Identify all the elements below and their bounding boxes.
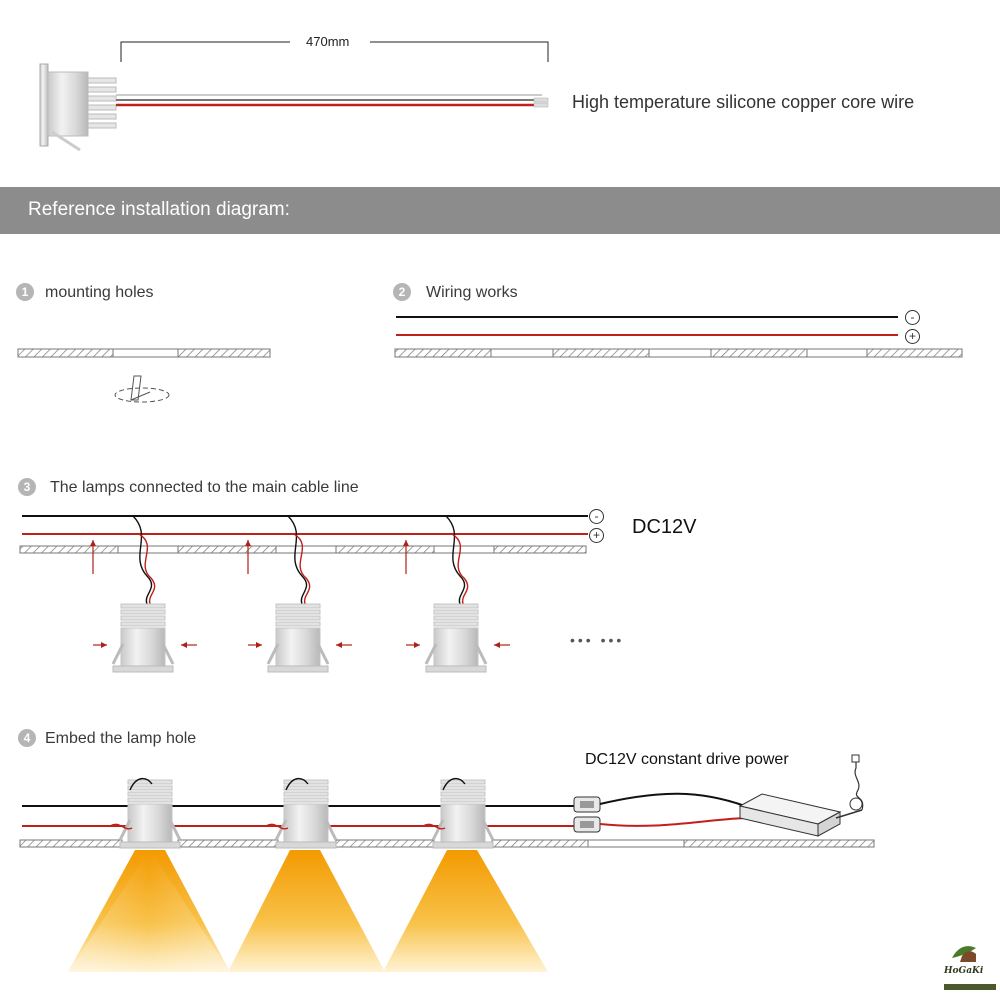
section-banner: Reference installation diagram: [0, 187, 1000, 234]
wire-connectors [573, 796, 601, 833]
plus-terminal-3: + [589, 528, 604, 543]
panel-step2 [394, 348, 963, 358]
minus-terminal-2: - [905, 310, 920, 325]
step-3-number: 3 [18, 478, 36, 496]
lamp-step3-2 [245, 540, 352, 673]
top-lamp [39, 63, 117, 152]
step-4-label: Embed the lamp hole [45, 730, 197, 747]
lamp-step4-2 [274, 779, 338, 849]
beams-step4 [68, 850, 548, 972]
dimension-label: 470mm [306, 34, 350, 49]
lamp-lead-step4-3 [442, 777, 466, 791]
hole-saw-icon [114, 375, 170, 403]
hogaki-logo [944, 946, 996, 990]
minus-terminal-3: - [589, 509, 604, 524]
lamp-step4-3 [431, 779, 495, 849]
logo-name: HoGaKi [944, 966, 984, 976]
step-1-number: 1 [16, 283, 34, 301]
lamp-lead-step4-1 [129, 777, 153, 791]
top-cable [116, 94, 549, 108]
lamp-lead-step4-2 [285, 777, 309, 791]
plus-terminal-2: + [905, 329, 920, 344]
step-3-label: The lamps connected to the main cable li… [50, 479, 359, 496]
step-2-label: Wiring works [426, 284, 518, 301]
lamp-step3-1 [90, 540, 197, 673]
more-lamps-ellipsis: ••• ••• [570, 632, 625, 648]
lamps-step4 [109, 777, 495, 849]
lamp-red-lead-step4-1 [109, 823, 133, 830]
wire-description: High temperature silicone copper core wi… [572, 92, 915, 112]
step-4-number: 4 [18, 729, 36, 747]
lamp-wire-step3-3 [445, 515, 469, 605]
panel-step1 [17, 348, 271, 358]
power-driver-icon [738, 754, 864, 837]
voltage-label: DC12V [632, 516, 697, 538]
power-label: DC12V constant drive power [585, 751, 789, 768]
lamp-wire-step3-2 [287, 515, 311, 605]
lamp-wire-step3-1 [132, 515, 156, 605]
lamp-step4-1 [118, 779, 182, 849]
lamp-red-lead-step4-2 [265, 823, 289, 830]
driver-wires [599, 792, 746, 827]
lamp-step3-3 [403, 540, 510, 673]
step-1-label: mounting holes [45, 284, 154, 301]
banner-title: Reference installation diagram: [28, 199, 290, 220]
cable-step3 [22, 515, 588, 535]
lamp-red-lead-step4-3 [422, 823, 446, 830]
lamps-step3 [90, 515, 510, 673]
cable-step2 [396, 316, 898, 336]
dimension-line [120, 41, 549, 62]
step-2-number: 2 [393, 283, 411, 301]
